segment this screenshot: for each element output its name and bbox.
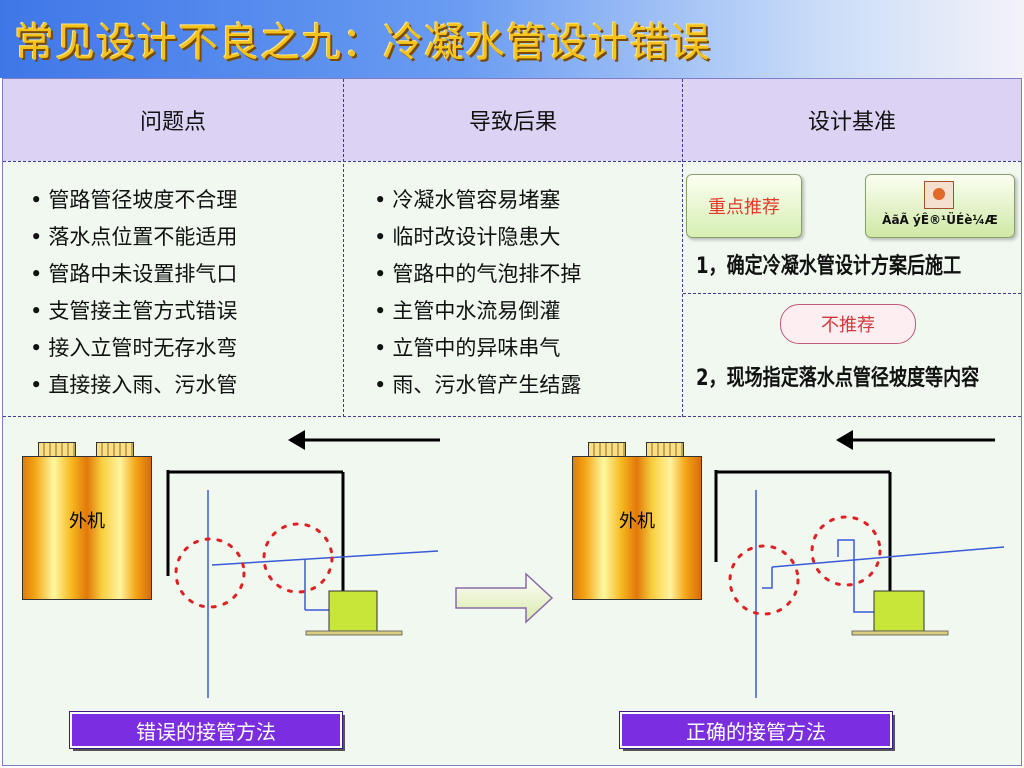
consequence-item: 立管中的异味串气 bbox=[374, 330, 581, 367]
design-standard-2: 2，现场指定落水点管径坡度等内容 bbox=[696, 366, 980, 391]
indoor-unit-right bbox=[873, 590, 925, 632]
embedded-object-label: ÀãÃ ýÊ®¹ÜÉè¼Æ bbox=[882, 213, 998, 227]
outdoor-unit-right: 外机 bbox=[572, 456, 702, 600]
transition-arrow bbox=[455, 572, 554, 624]
header-standard: 设计基准 bbox=[807, 110, 896, 135]
problem-item: 落水点位置不能适用 bbox=[30, 219, 237, 256]
inflow-arrowhead-right bbox=[836, 430, 853, 450]
problem-item: 管路中未设置排气口 bbox=[30, 256, 237, 293]
header-problems: 问题点 bbox=[139, 110, 206, 135]
caption-wrong-method: 错误的接管方法 bbox=[69, 711, 343, 749]
header-divider bbox=[3, 161, 1021, 162]
consequence-item: 主管中水流易倒灌 bbox=[374, 293, 581, 330]
table-bottom-divider bbox=[3, 416, 1021, 417]
wrong-method-diagram bbox=[166, 430, 440, 698]
consequence-item: 雨、污水管产生结露 bbox=[374, 367, 581, 404]
outdoor-unit-left: 外机 bbox=[22, 456, 152, 600]
inflow-arrowhead-left bbox=[288, 430, 305, 450]
problems-list: 管路管径坡度不合理 落水点位置不能适用 管路中未设置排气口 支管接主管方式错误 … bbox=[30, 182, 237, 404]
indoor-unit-left bbox=[328, 590, 378, 632]
consequence-item: 管路中的气泡排不掉 bbox=[374, 256, 581, 293]
column-divider-1 bbox=[343, 79, 344, 417]
presentation-icon bbox=[924, 181, 954, 209]
embedded-object-button[interactable]: ÀãÃ ýÊ®¹ÜÉè¼Æ bbox=[865, 174, 1015, 238]
consequences-list: 冷凝水管容易堵塞 临时改设计隐患大 管路中的气泡排不掉 主管中水流易倒灌 立管中… bbox=[374, 182, 581, 404]
column-divider-2 bbox=[682, 79, 683, 417]
problem-item: 接入立管时无存水弯 bbox=[30, 330, 237, 367]
not-recommended-pill[interactable]: 不推荐 bbox=[780, 304, 916, 344]
slide-title: 常见设计不良之九：冷凝水管设计错误 bbox=[14, 20, 711, 66]
problem-item: 支管接主管方式错误 bbox=[30, 293, 237, 330]
table-header-row: 问题点 导致后果 设计基准 bbox=[3, 79, 1021, 161]
recommended-button[interactable]: 重点推荐 bbox=[686, 174, 802, 238]
problem-item: 直接接入雨、污水管 bbox=[30, 367, 237, 404]
consequence-item: 临时改设计隐患大 bbox=[374, 219, 581, 256]
outdoor-unit-label: 外机 bbox=[69, 511, 105, 532]
header-consequences: 导致后果 bbox=[468, 110, 557, 135]
problem-item: 管路管径坡度不合理 bbox=[30, 182, 237, 219]
design-standard-1: 1，确定冷凝水管设计方案后施工 bbox=[696, 254, 962, 279]
standard-divider bbox=[683, 293, 1021, 294]
caption-right-method: 正确的接管方法 bbox=[619, 711, 893, 749]
consequence-item: 冷凝水管容易堵塞 bbox=[374, 182, 581, 219]
title-bar: 常见设计不良之九：冷凝水管设计错误 bbox=[0, 0, 1024, 78]
outdoor-unit-label: 外机 bbox=[619, 511, 655, 532]
right-method-diagram bbox=[714, 430, 1005, 698]
